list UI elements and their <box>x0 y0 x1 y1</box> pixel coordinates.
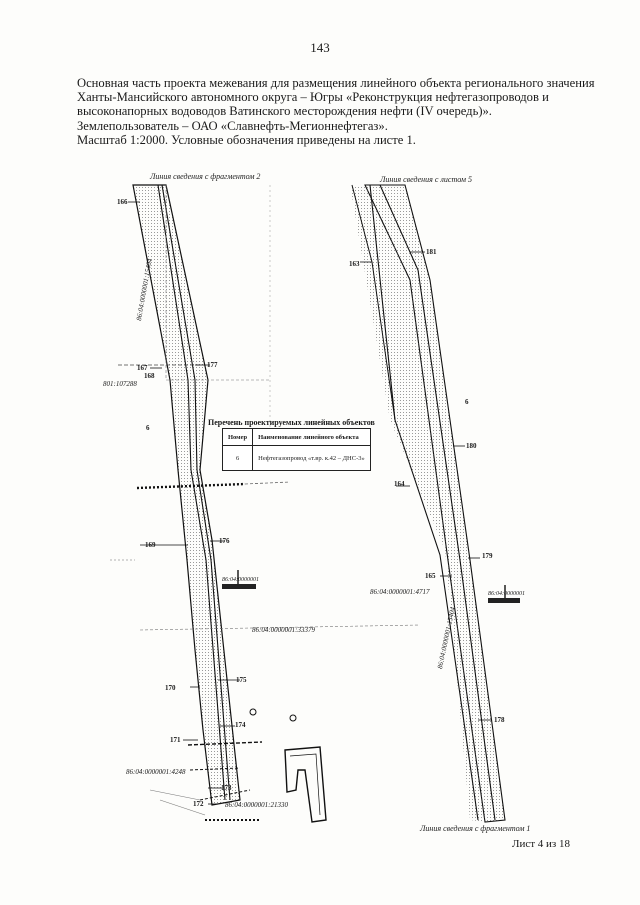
point-label: 181 <box>426 248 437 256</box>
stamp-label: 86:04:0000001 <box>222 577 259 583</box>
right-pipe-line <box>369 184 479 821</box>
table-cell: Нефтегазопровод «т.вр. к.42 – ДНС-3» <box>252 445 371 471</box>
caption-right-top: Линия сведения с листом 5 <box>380 175 473 184</box>
cadastral-label: 86:04:0000001:33379 <box>252 626 315 634</box>
crossing-line <box>149 789 201 801</box>
point-label: 175 <box>236 676 247 684</box>
table-cell: 6 <box>221 445 254 471</box>
table-header-cell: Номер <box>221 428 254 446</box>
point-label: 167 <box>137 364 148 372</box>
cadastral-label: 86:04:0000001:21330 <box>225 801 288 809</box>
point-label: 170 <box>165 684 176 692</box>
right-pipe-line <box>379 184 496 821</box>
crossing-line <box>159 799 206 816</box>
table-header-cell: Наименование линейного объекта <box>252 428 371 446</box>
header-line: Землепользователь – ОАО «Славнефть-Мегио… <box>77 118 388 133</box>
point-label: 163 <box>349 260 360 268</box>
stamp-label: 86:04:0000001 <box>488 591 525 597</box>
crossing-line <box>189 767 241 771</box>
cadastral-label: 801:107288 <box>103 380 137 388</box>
table-row: 6 Нефтегазопровод «т.вр. к.42 – ДНС-3» <box>221 445 371 471</box>
page-number: 143 <box>310 40 330 55</box>
point-label: 164 <box>394 480 405 488</box>
header-line: высоконапорных водоводов Ватинского мест… <box>77 104 492 119</box>
structure-outline <box>284 746 327 823</box>
point-label: 178 <box>494 716 505 724</box>
cadastral-label: 86:04:0000001:4248 <box>126 768 186 776</box>
right-corridor-band <box>364 184 506 823</box>
point-label: 6 <box>465 398 469 406</box>
crossing-line <box>199 789 251 801</box>
caption-left-top: Линия сведения с фрагментом 2 <box>150 172 261 181</box>
stamp-bar <box>222 584 256 589</box>
point-label: 180 <box>466 442 477 450</box>
point-label: 173 <box>221 784 232 792</box>
header-line: Ханты-Мансийского автономного округа – Ю… <box>77 90 549 105</box>
objects-table: Номер Наименование линейного объекта 6 Н… <box>221 428 371 471</box>
sheet-info: Лист 4 из 18 <box>512 838 571 850</box>
crossing-line <box>244 481 291 485</box>
point-label: 169 <box>145 541 156 549</box>
left-pipe-line <box>161 184 231 801</box>
caption-bottom: Линия сведения с фрагментом 1 <box>420 824 531 833</box>
crossing-line <box>187 741 263 746</box>
plot-boundary <box>165 185 270 381</box>
plot-boundary <box>139 624 421 631</box>
point-label: 177 <box>207 361 218 369</box>
point-label: 168 <box>144 372 155 380</box>
header-line: Основная часть проекта межевания для раз… <box>77 76 595 90</box>
point-label: 165 <box>425 572 436 580</box>
header-line: Масштаб 1:2000. Условные обозначения при… <box>77 132 416 147</box>
point-label: 171 <box>170 736 181 744</box>
point-label: 6 <box>146 424 150 432</box>
header-text: Основная часть проекта межевания для раз… <box>77 76 595 147</box>
point-label: 176 <box>219 537 230 545</box>
point-label: 166 <box>117 198 128 206</box>
structure-outline <box>289 753 321 816</box>
point-ticks <box>128 201 492 805</box>
stamp-bar <box>488 598 520 603</box>
cadastral-label: 86:04:0000001:4717 <box>370 588 430 596</box>
table-header-row: Номер Наименование линейного объекта <box>221 428 371 446</box>
point-label: 174 <box>235 721 246 729</box>
table-title: Перечень проектируемых линейных объектов <box>208 418 375 427</box>
left-pipe-line <box>157 184 226 801</box>
point-label: 179 <box>482 552 493 560</box>
point-label: 172 <box>193 800 204 808</box>
